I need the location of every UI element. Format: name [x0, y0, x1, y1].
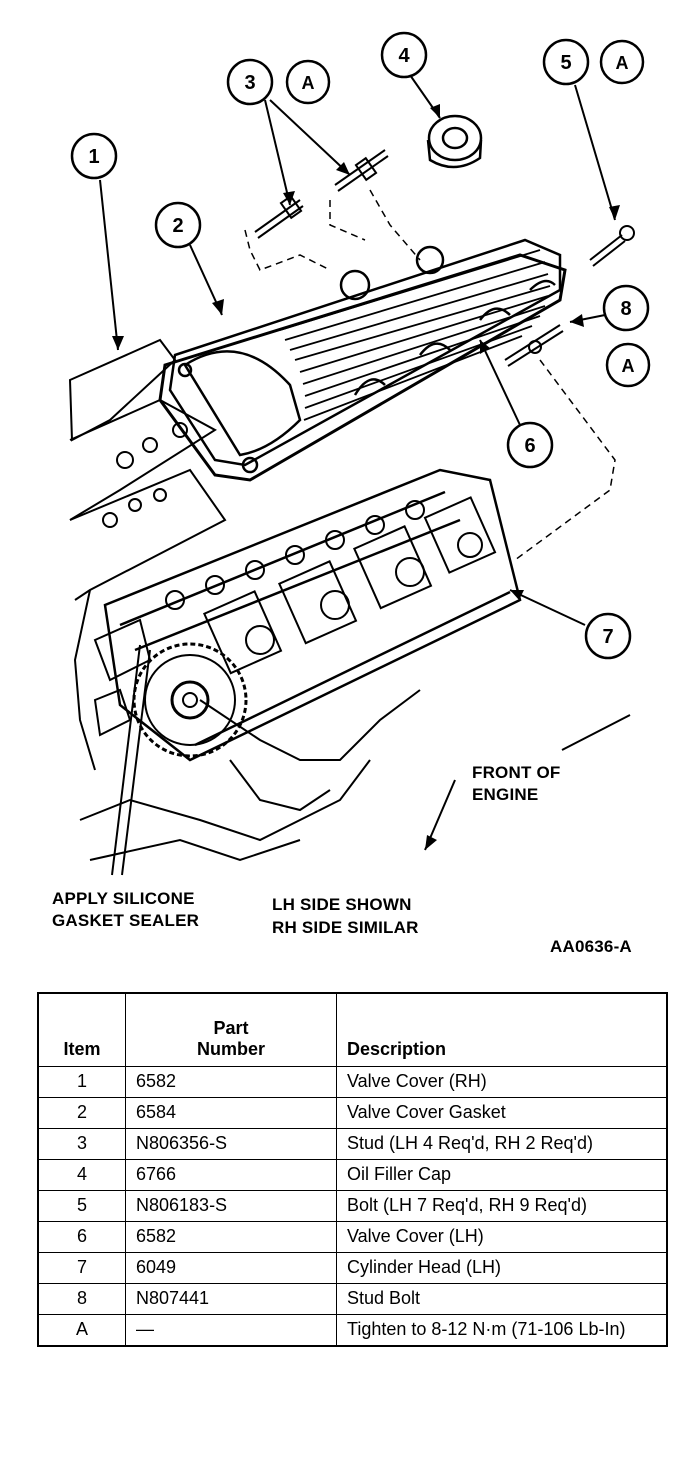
callout-7: 7 — [584, 612, 632, 660]
callout-8: 8 — [602, 284, 650, 332]
oil-filler-cap — [426, 114, 483, 169]
svg-text:APPLY SILICONE: APPLY SILICONE — [52, 889, 195, 908]
svg-text:A: A — [616, 53, 629, 73]
cell-part-number: N806183-S — [125, 1190, 337, 1222]
valve-cover — [168, 238, 562, 474]
svg-text:RH SIDE SIMILAR: RH SIDE SIMILAR — [272, 918, 419, 937]
cell-description: Valve Cover (LH) — [336, 1221, 668, 1253]
cell-item: 7 — [37, 1252, 126, 1284]
cell-item: 2 — [37, 1097, 126, 1129]
cell-part-number: 6582 — [125, 1221, 337, 1253]
cell-part-number: 6766 — [125, 1159, 337, 1191]
studs — [254, 149, 389, 239]
cell-item: 4 — [37, 1159, 126, 1191]
table-row: 5 N806183-S Bolt (LH 7 Req'd, RH 9 Req'd… — [37, 1190, 668, 1222]
svg-text:A: A — [622, 356, 635, 376]
header-item: Item — [37, 992, 126, 1067]
table-row: A — Tighten to 8-12 N·m (71-106 Lb-In) — [37, 1314, 668, 1347]
header-description: Description — [336, 992, 668, 1067]
callout-1: 1 — [70, 132, 118, 180]
front-of-engine-note: FRONT OF ENGINE — [472, 763, 560, 804]
svg-text:3: 3 — [244, 72, 255, 94]
header-part-line2: Number — [196, 1039, 265, 1059]
header-part-number: Part Number — [125, 992, 337, 1067]
svg-text:ENGINE: ENGINE — [472, 785, 538, 804]
table-row: 8 N807441 Stud Bolt — [37, 1283, 668, 1315]
header-part-line1: Part — [213, 1018, 249, 1038]
sealer-note: APPLY SILICONE GASKET SEALER — [52, 889, 199, 930]
arrowheads — [112, 104, 620, 850]
svg-text:A: A — [302, 73, 315, 93]
svg-text:5: 5 — [560, 52, 571, 74]
svg-text:FRONT OF: FRONT OF — [472, 763, 560, 782]
cell-description: Stud (LH 4 Req'd, RH 2 Req'd) — [336, 1128, 668, 1160]
cell-description: Valve Cover (RH) — [336, 1066, 668, 1098]
parts-table: Item Part Number Description 1 6582 Valv… — [37, 992, 668, 1347]
svg-text:GASKET SEALER: GASKET SEALER — [52, 911, 199, 930]
table-row: 7 6049 Cylinder Head (LH) — [37, 1252, 668, 1284]
table-row: 6 6582 Valve Cover (LH) — [37, 1221, 668, 1253]
table-row: 1 6582 Valve Cover (RH) — [37, 1066, 668, 1098]
callout-a-3: A — [285, 59, 331, 105]
callout-3: 3 — [226, 58, 274, 106]
timing-sprocket — [132, 642, 248, 758]
cell-description: Tighten to 8-12 N·m (71-106 Lb-In) — [336, 1314, 668, 1347]
callout-6: 6 — [506, 421, 554, 469]
svg-text:LH SIDE SHOWN: LH SIDE SHOWN — [272, 895, 412, 914]
callout-2: 2 — [154, 201, 202, 249]
cell-part-number: 6049 — [125, 1252, 337, 1284]
callout-a-8: A — [605, 342, 651, 388]
cell-item: 3 — [37, 1128, 126, 1160]
assembly-lines — [244, 189, 616, 561]
cell-item: 8 — [37, 1283, 126, 1315]
table-row: 2 6584 Valve Cover Gasket — [37, 1097, 668, 1129]
cell-description: Valve Cover Gasket — [336, 1097, 668, 1129]
table-row: 4 6766 Oil Filler Cap — [37, 1159, 668, 1191]
svg-text:6: 6 — [524, 435, 535, 457]
valve-cover-gasket — [158, 253, 567, 482]
side-note: LH SIDE SHOWN RH SIDE SIMILAR — [272, 895, 419, 937]
cell-part-number: N806356-S — [125, 1128, 337, 1160]
callout-5: 5 — [542, 38, 590, 86]
cell-part-number: — — [125, 1314, 337, 1347]
exploded-view-diagram: 1 2 3 A 4 5 A 8 A 6 7 FRONT OF E — [52, 31, 651, 956]
cell-description: Cylinder Head (LH) — [336, 1252, 668, 1284]
svg-text:1: 1 — [88, 146, 99, 168]
bolt — [589, 225, 635, 267]
cell-part-number: 6582 — [125, 1066, 337, 1098]
svg-text:7: 7 — [602, 626, 613, 648]
figure-id: AA0636-A — [550, 937, 632, 956]
callout-4: 4 — [380, 31, 428, 79]
parts-table-header: Item Part Number Description — [37, 992, 668, 1067]
callout-a-5: A — [599, 39, 645, 85]
cell-item: A — [37, 1314, 126, 1347]
cell-description: Oil Filler Cap — [336, 1159, 668, 1191]
cell-item: 5 — [37, 1190, 126, 1222]
cell-item: 6 — [37, 1221, 126, 1253]
cell-part-number: N807441 — [125, 1283, 337, 1315]
cell-part-number: 6584 — [125, 1097, 337, 1129]
stud-bolt — [504, 324, 564, 367]
cylinder-head — [103, 468, 522, 762]
table-row: 3 N806356-S Stud (LH 4 Req'd, RH 2 Req'd… — [37, 1128, 668, 1160]
svg-text:2: 2 — [172, 215, 183, 237]
cell-description: Stud Bolt — [336, 1283, 668, 1315]
cell-description: Bolt (LH 7 Req'd, RH 9 Req'd) — [336, 1190, 668, 1222]
cell-item: 1 — [37, 1066, 126, 1098]
svg-text:8: 8 — [620, 298, 631, 320]
svg-text:4: 4 — [398, 45, 410, 67]
